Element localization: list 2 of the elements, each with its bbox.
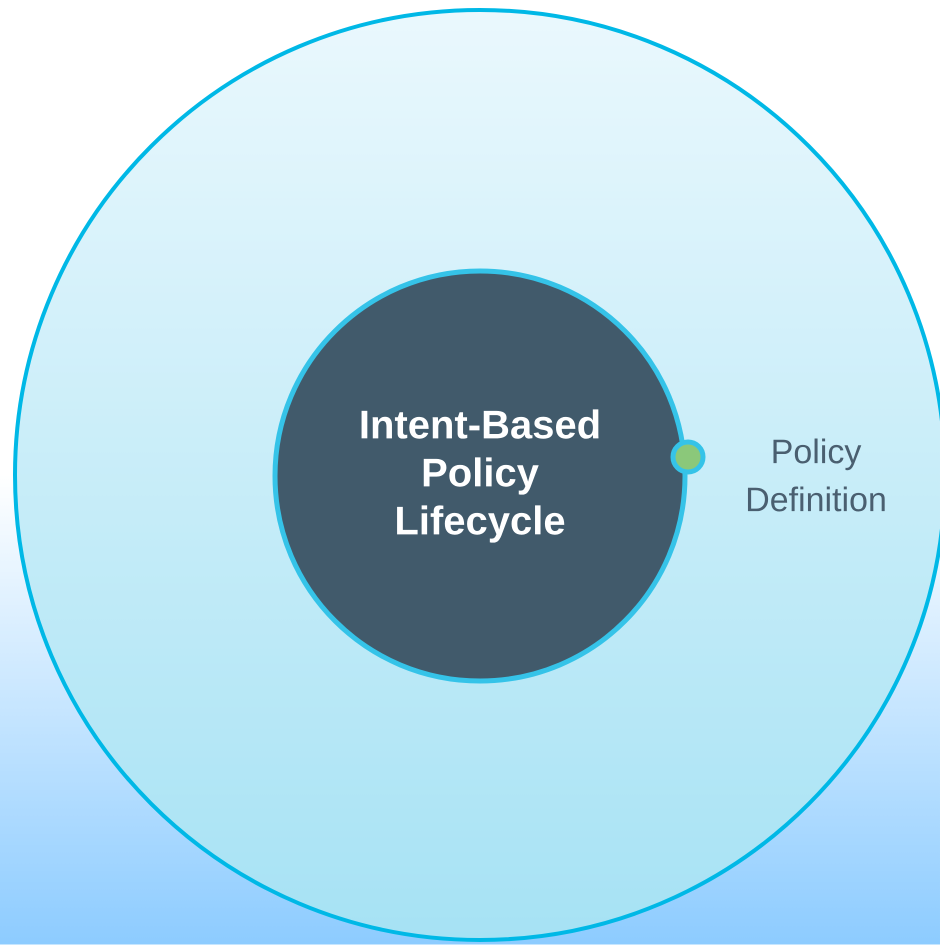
milestone-label: Policy Definition xyxy=(748,438,885,512)
milestone-dot xyxy=(670,440,706,474)
